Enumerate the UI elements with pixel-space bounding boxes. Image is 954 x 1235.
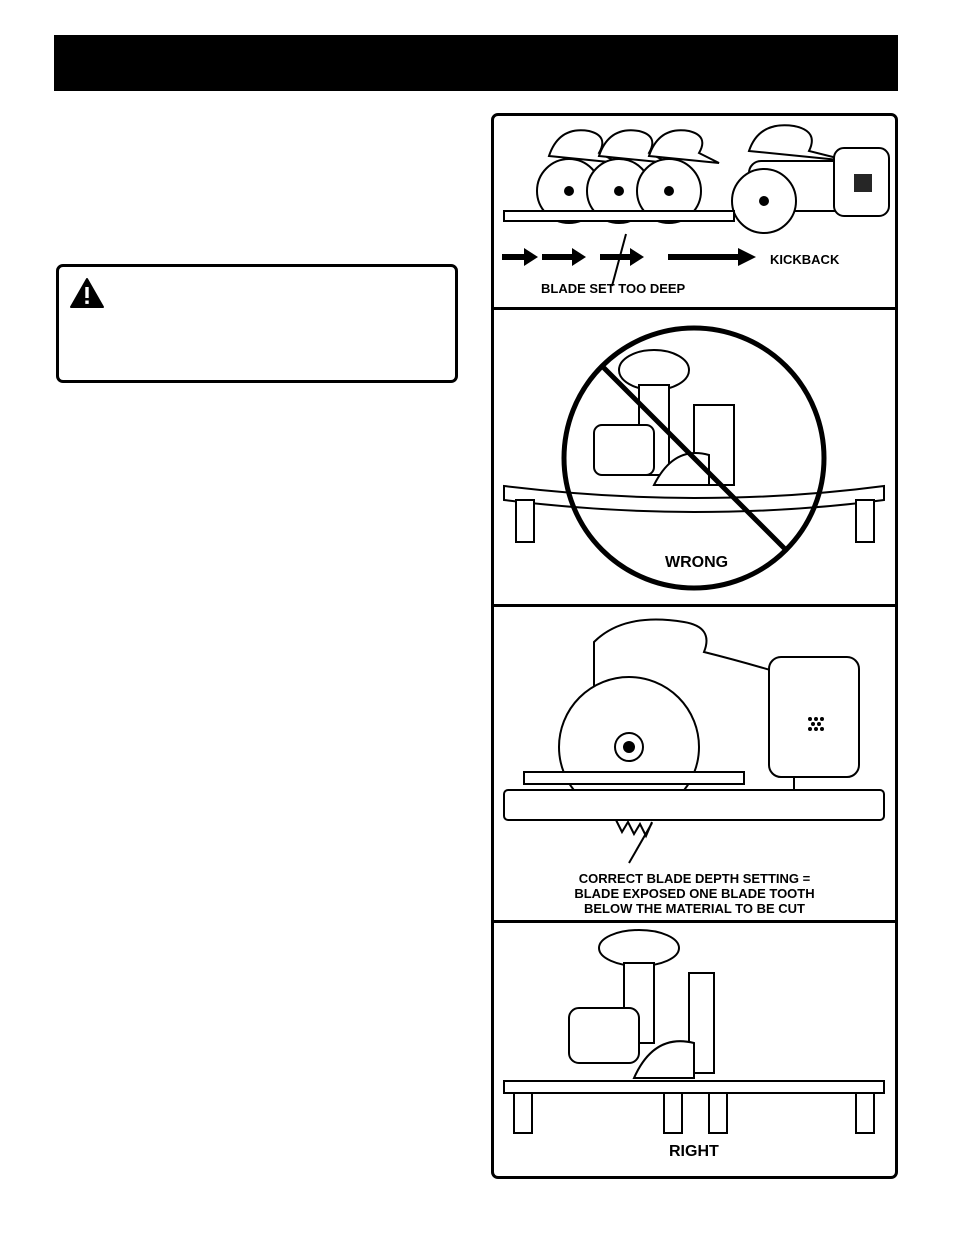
label-right: RIGHT bbox=[669, 1143, 719, 1160]
panel-right: RIGHT bbox=[494, 923, 895, 1176]
label-blade-set-too-deep: BLADE SET TOO DEEP bbox=[541, 281, 686, 296]
label-kickback: KICKBACK bbox=[770, 252, 840, 267]
label-wrong: WRONG bbox=[665, 554, 729, 571]
warning-box bbox=[56, 264, 458, 383]
caption-line-2: BLADE EXPOSED ONE BLADE TOOTH bbox=[574, 886, 815, 901]
panel-wrong: WRONG bbox=[494, 310, 895, 607]
wrong-illustration bbox=[503, 325, 885, 591]
right-illustration bbox=[503, 929, 885, 1134]
panel-kickback: KICKBACK BLADE SET TOO DEEP bbox=[494, 116, 895, 310]
panel-correct-depth: CORRECT BLADE DEPTH SETTING = BLADE EXPO… bbox=[494, 607, 895, 923]
correct-depth-illustration bbox=[503, 618, 885, 864]
warning-triangle-icon bbox=[70, 278, 104, 308]
caption-line-3: BELOW THE MATERIAL TO BE CUT bbox=[584, 901, 805, 916]
correct-depth-caption: CORRECT BLADE DEPTH SETTING = BLADE EXPO… bbox=[494, 871, 895, 916]
caption-line-1: CORRECT BLADE DEPTH SETTING = bbox=[578, 871, 811, 886]
blade-depth-figure: KICKBACK BLADE SET TOO DEEP WRONG bbox=[491, 113, 898, 1179]
section-title-bar bbox=[54, 35, 898, 91]
kickback-illustration bbox=[502, 124, 890, 287]
